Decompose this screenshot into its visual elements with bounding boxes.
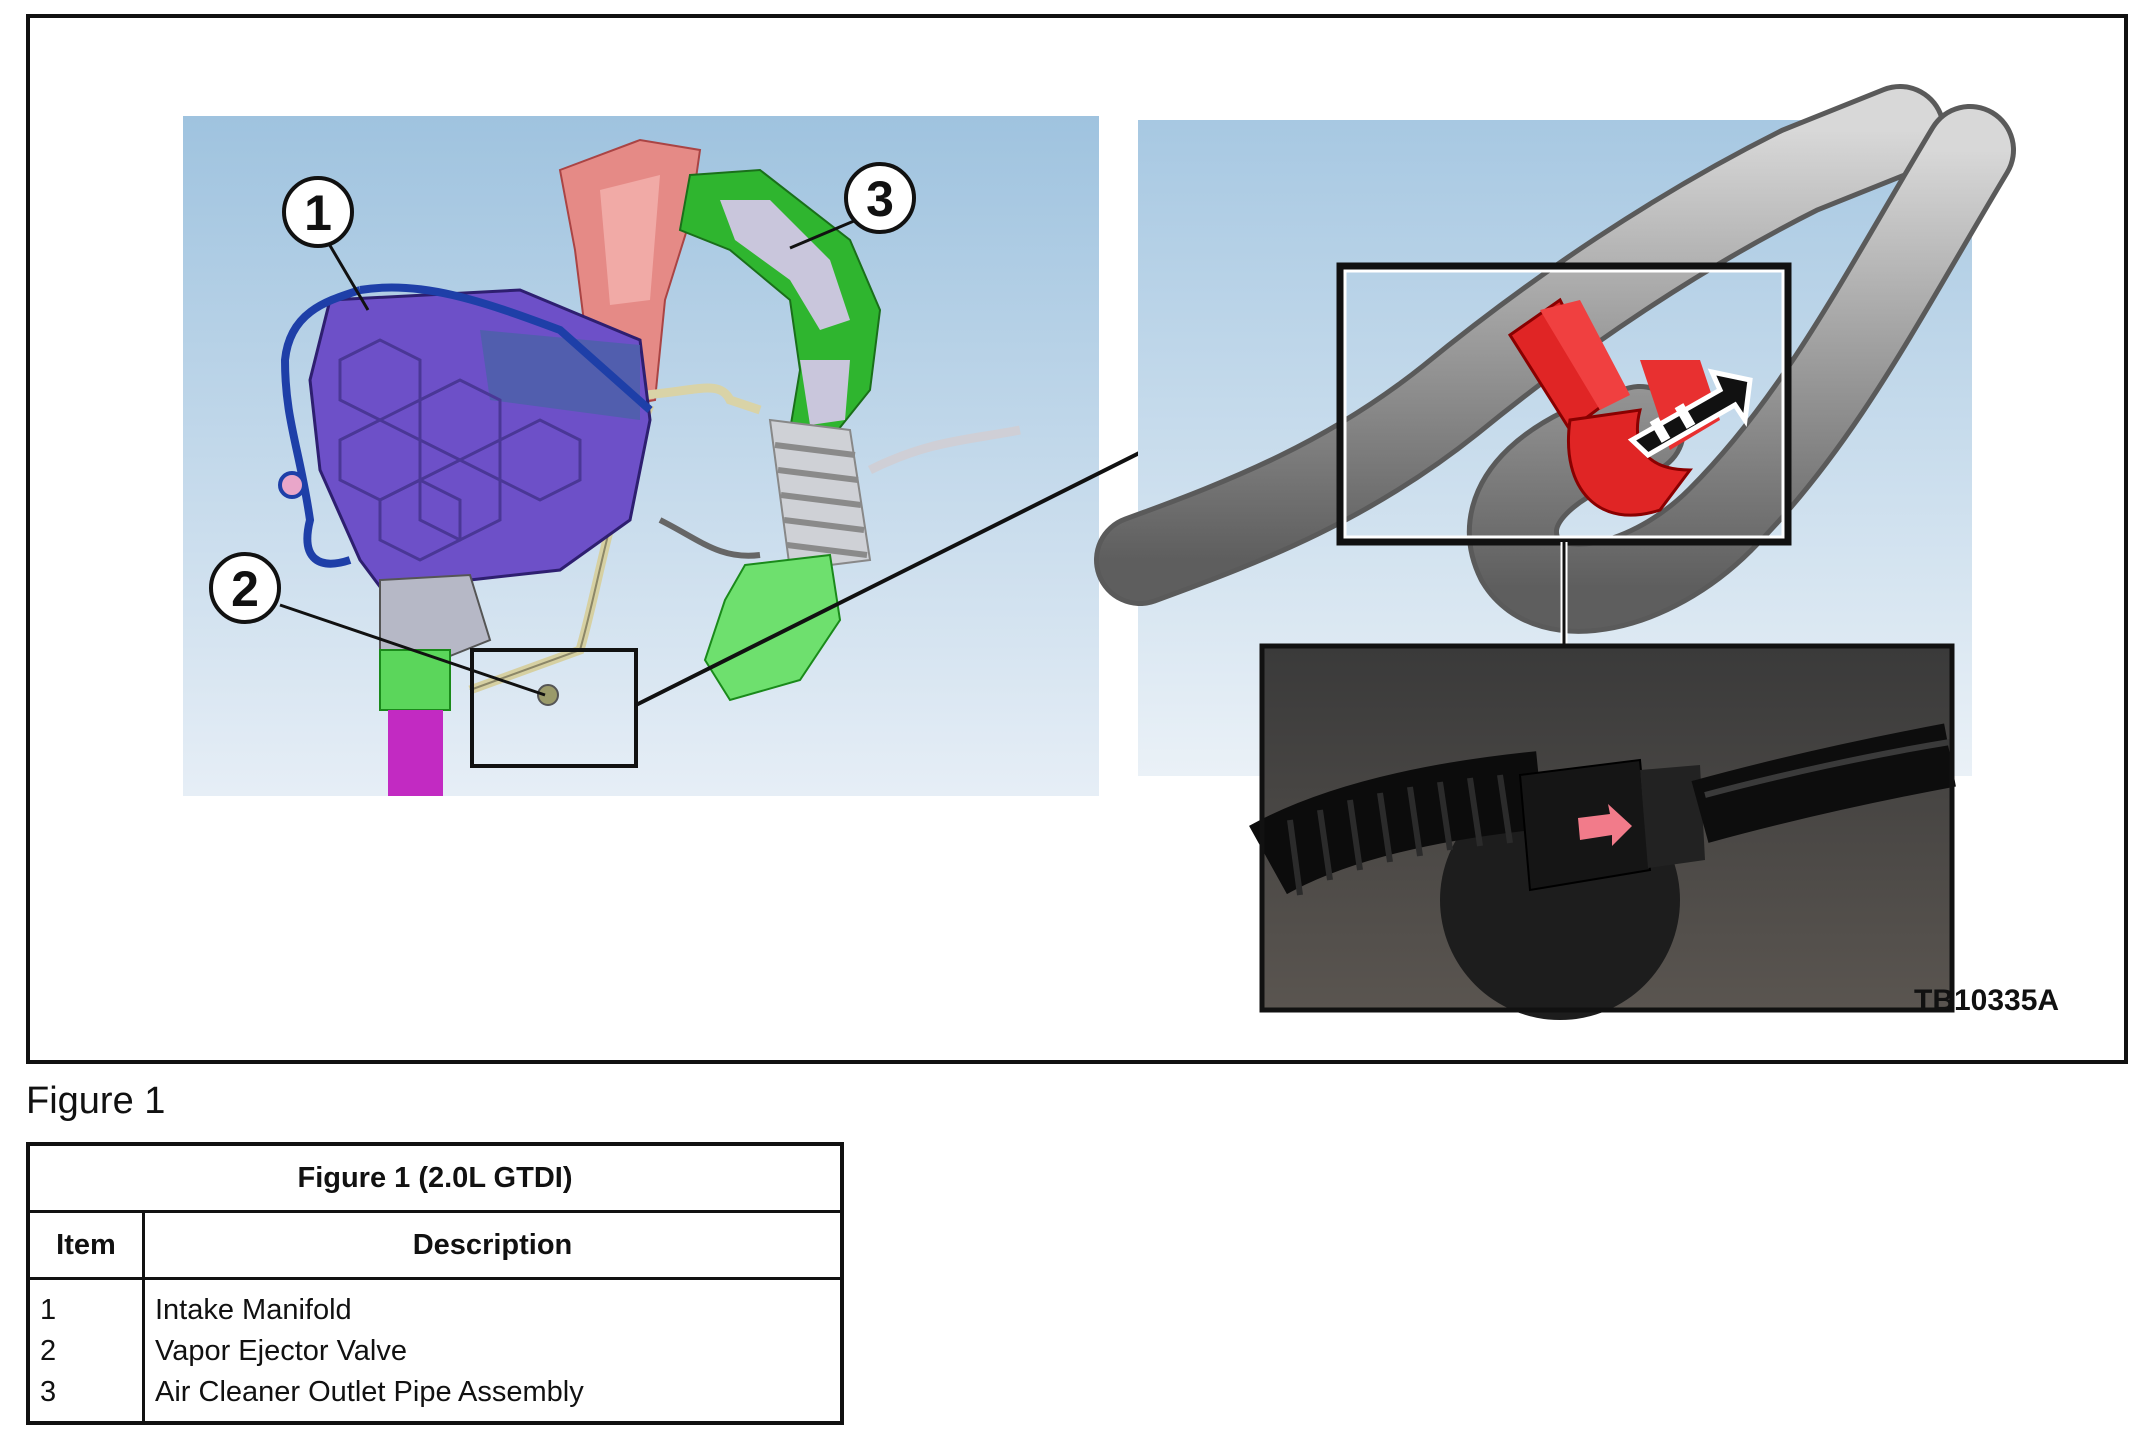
legend-item-2: 2 (40, 1335, 57, 1367)
legend-description-2: Vapor Ejector Valve (155, 1335, 407, 1367)
photo-inset (1249, 643, 1956, 1020)
detail-zoom-box (470, 648, 638, 768)
callout-3: 3 (844, 162, 916, 234)
legend-item-1: 1 (40, 1294, 57, 1326)
legend-descriptions-cell: Intake Manifold Vapor Ejector Valve Air … (142, 1277, 844, 1425)
figure-caption: Figure 1 (26, 1080, 166, 1122)
red-arrow-marking-icon (1578, 804, 1632, 846)
intake-manifold (278, 283, 653, 796)
gray-tubes (1094, 84, 2016, 634)
col-item-header: Item (26, 1210, 145, 1280)
legend-table: Figure 1 (2.0L GTDI) Item Description 1 … (26, 1142, 844, 1425)
valve-marker (537, 684, 559, 706)
flow-direction-arrow-icon (1627, 368, 1753, 459)
callout-1-number: 1 (304, 185, 332, 241)
legend-items-cell: 1 2 3 (26, 1277, 145, 1425)
legend-description-3: Air Cleaner Outlet Pipe Assembly (155, 1376, 584, 1408)
col-description-header: Description (142, 1210, 844, 1280)
legend-title: Figure 1 (2.0L GTDI) (26, 1142, 844, 1213)
bellows (768, 418, 872, 572)
callout-3-number: 3 (866, 171, 894, 227)
callout-1: 1 (282, 176, 354, 248)
left-panel: 1 2 3 (183, 116, 1346, 796)
corrugated-hose (1249, 751, 1544, 896)
figure-code: TB10335A (1914, 984, 2060, 1017)
vapor-ejector-valve-3d (1507, 297, 1753, 517)
legend-title-row: Figure 1 (2.0L GTDI) (26, 1142, 844, 1213)
legend-item-3: 3 (40, 1376, 57, 1408)
figure-illustration: 1 2 3 (183, 84, 2016, 1020)
legend-description-1: Intake Manifold (155, 1294, 352, 1326)
callout-2: 2 (209, 552, 281, 624)
callout-2-number: 2 (231, 561, 259, 617)
legend-header-row: Item Description (26, 1210, 844, 1280)
legend-body-row: 1 2 3 Intake Manifold Vapor Ejector Valv… (26, 1277, 844, 1425)
